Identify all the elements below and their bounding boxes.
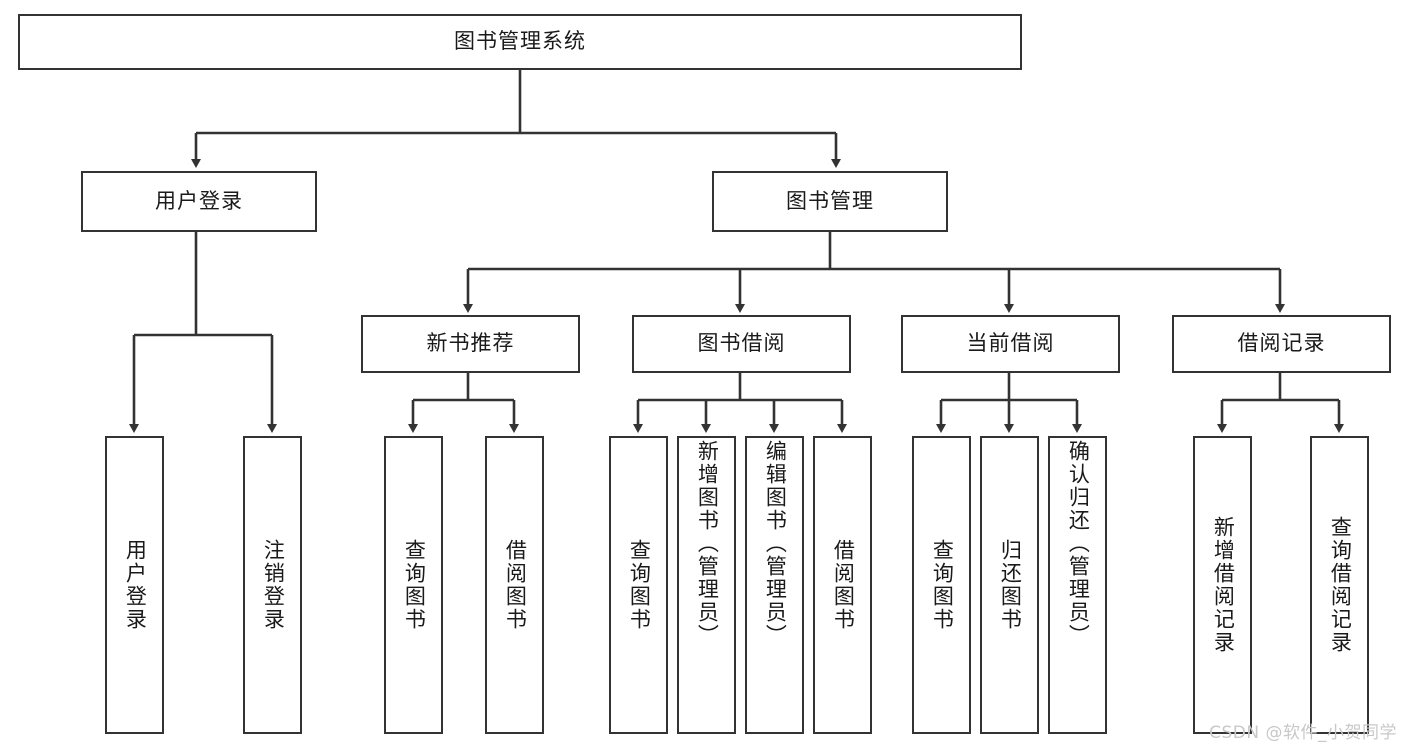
node-leaf-return-book-label: 归还图书 xyxy=(998,539,1023,631)
node-leaf-logout-login[interactable]: 注销登录 xyxy=(243,436,302,734)
node-leaf-edit-book-label: 编辑图书（管理员） xyxy=(763,440,788,647)
node-leaf-query-book-2-label: 查询图书 xyxy=(627,539,652,631)
node-current-borrow-label: 当前借阅 xyxy=(966,331,1055,356)
node-current-borrow[interactable]: 当前借阅 xyxy=(901,315,1120,373)
node-leaf-query-book-1-label: 查询图书 xyxy=(402,539,427,631)
node-root-label: 图书管理系统 xyxy=(454,29,586,54)
node-new-book-recommend-label: 新书推荐 xyxy=(426,331,515,356)
node-book-management[interactable]: 图书管理 xyxy=(712,171,948,232)
node-book-borrow[interactable]: 图书借阅 xyxy=(632,315,851,373)
node-leaf-query-book-1[interactable]: 查询图书 xyxy=(384,436,443,734)
node-leaf-confirm-return[interactable]: 确认归还（管理员） xyxy=(1048,436,1107,734)
node-leaf-add-record[interactable]: 新增借阅记录 xyxy=(1193,436,1252,734)
node-book-borrow-label: 图书借阅 xyxy=(697,331,786,356)
node-leaf-add-record-label: 新增借阅记录 xyxy=(1211,516,1236,654)
node-leaf-confirm-return-label: 确认归还（管理员） xyxy=(1066,440,1091,647)
node-leaf-edit-book[interactable]: 编辑图书（管理员） xyxy=(745,436,804,734)
node-leaf-return-book[interactable]: 归还图书 xyxy=(980,436,1039,734)
node-borrow-record[interactable]: 借阅记录 xyxy=(1172,315,1391,373)
node-leaf-add-book[interactable]: 新增图书（管理员） xyxy=(677,436,736,734)
node-leaf-logout-login-label: 注销登录 xyxy=(261,539,286,631)
csdn-watermark: CSDN @软件_小贺同学 xyxy=(1209,723,1397,743)
node-leaf-query-book-2[interactable]: 查询图书 xyxy=(609,436,668,734)
node-leaf-query-book-3[interactable]: 查询图书 xyxy=(912,436,971,734)
node-leaf-user-login[interactable]: 用户登录 xyxy=(105,436,164,734)
node-root[interactable]: 图书管理系统 xyxy=(18,14,1022,70)
node-borrow-record-label: 借阅记录 xyxy=(1237,331,1326,356)
node-new-book-recommend[interactable]: 新书推荐 xyxy=(361,315,580,373)
node-leaf-add-book-label: 新增图书（管理员） xyxy=(695,440,720,647)
node-leaf-borrow-book-1-label: 借阅图书 xyxy=(503,539,528,631)
node-leaf-borrow-book-2[interactable]: 借阅图书 xyxy=(813,436,872,734)
node-book-management-label: 图书管理 xyxy=(786,188,874,213)
node-leaf-borrow-book-2-label: 借阅图书 xyxy=(831,539,856,631)
node-leaf-query-record[interactable]: 查询借阅记录 xyxy=(1310,436,1369,734)
node-leaf-user-login-label: 用户登录 xyxy=(123,539,148,631)
node-leaf-query-record-label: 查询借阅记录 xyxy=(1328,516,1353,654)
node-leaf-borrow-book-1[interactable]: 借阅图书 xyxy=(485,436,544,734)
node-user-login[interactable]: 用户登录 xyxy=(81,171,317,232)
node-leaf-query-book-3-label: 查询图书 xyxy=(930,539,955,631)
node-user-login-label: 用户登录 xyxy=(155,188,243,213)
